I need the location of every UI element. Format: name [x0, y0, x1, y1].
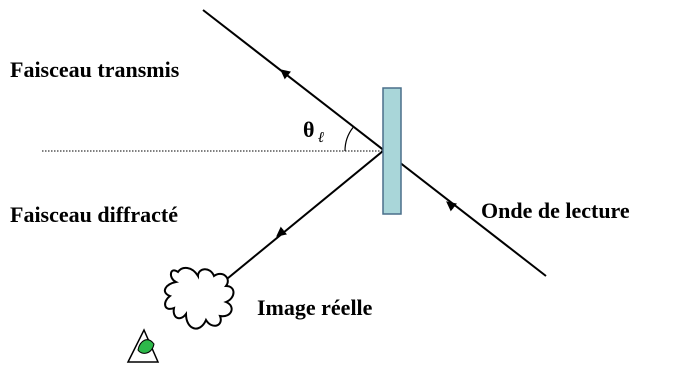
- diffracted-beam-label: Faisceau diffracté: [10, 202, 178, 227]
- angle-subscript-label: ℓ: [318, 130, 324, 146]
- reading-wave-arrow: [446, 201, 458, 212]
- diffracted-beam-arrow: [276, 226, 288, 237]
- diffracted-beam-line: [221, 150, 384, 284]
- transmitted-beam-arrow: [280, 69, 292, 80]
- reading-wave-line: [202, 9, 547, 277]
- eye-icon: [126, 328, 160, 363]
- real-image-blob: [163, 266, 235, 330]
- angle-arc: [344, 127, 354, 152]
- real-image-label: Image réelle: [257, 295, 373, 320]
- angle-theta-label: θ: [303, 117, 314, 142]
- hologram-plate: [382, 87, 402, 215]
- transmitted-beam-label: Faisceau transmis: [10, 57, 180, 82]
- reading-wave-label: Onde de lecture: [481, 198, 630, 223]
- eye-iris: [137, 339, 155, 354]
